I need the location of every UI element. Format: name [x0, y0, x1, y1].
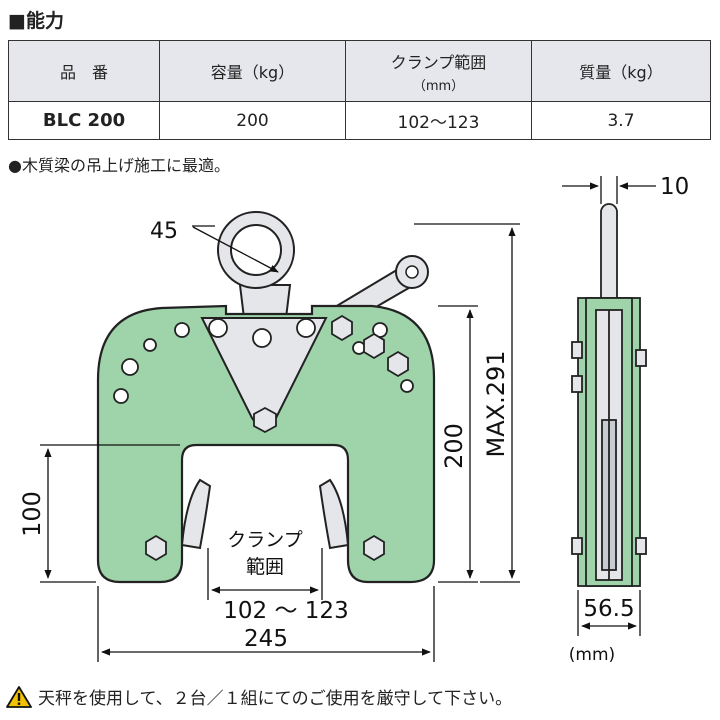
warning-text: 天秤を使用して、２台／１組にてのご使用を厳守して下さい。: [38, 689, 513, 709]
hex-bolt: [253, 406, 277, 434]
table-row: BLC 200 200 102〜123 3.7: [8, 101, 711, 140]
dim-height: 200: [440, 423, 468, 469]
body-holes: [113, 322, 414, 404]
plate-holes: [208, 318, 316, 348]
cell-weight: 3.7: [531, 101, 711, 140]
warning-row: 天秤を使用して、２台／１組にてのご使用を厳守して下さい。: [6, 684, 512, 709]
clamp-jaws: [180, 478, 350, 550]
dim-unit: (mm): [569, 645, 615, 665]
dim-max-height: MAX.291: [482, 350, 510, 457]
dim-depth: 56.5: [583, 596, 634, 622]
side-dimension-lines: [562, 176, 656, 636]
dim-width: 245: [244, 626, 288, 652]
cell-clamp-range: 102〜123: [345, 101, 532, 140]
side-view: [571, 203, 647, 587]
dim-eye: 45: [150, 219, 178, 244]
dim-clamp-range: 102 〜 123: [223, 598, 348, 624]
header-capacity: 容量（kg）: [159, 40, 346, 102]
usage-note: ●木質梁の吊上げ施工に最適。: [8, 156, 230, 175]
clamp-body: [96, 304, 436, 584]
table-header-row: 品 番 容量（kg） クランプ範囲（mm） 質量（kg）: [8, 40, 711, 102]
warning-icon: [6, 685, 32, 708]
dim-clamp-label-1: クランプ: [227, 529, 302, 551]
cell-model: BLC 200: [8, 101, 160, 140]
header-weight: 質量（kg）: [531, 40, 711, 102]
cell-capacity: 200: [159, 101, 346, 140]
section-heading: ■能力: [8, 10, 64, 32]
dim-throat: 100: [18, 491, 46, 537]
spec-table: 品 番 容量（kg） クランプ範囲（mm） 質量（kg） BLC 200 200…: [8, 40, 711, 140]
body-bolts: [145, 314, 409, 562]
dim-thickness: 10: [660, 174, 689, 200]
dimension-lines: [40, 223, 520, 662]
lifting-eye: [217, 211, 295, 319]
header-clamp-range: クランプ範囲（mm）: [345, 40, 532, 102]
dim-clamp-label-2: 範囲: [246, 556, 284, 578]
